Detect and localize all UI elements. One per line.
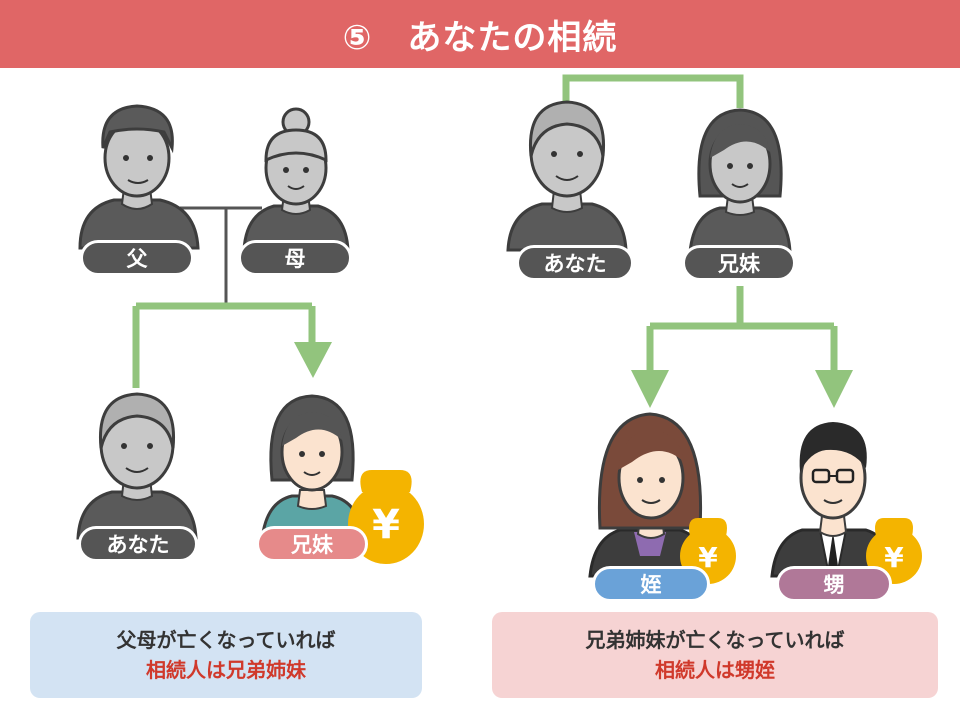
left-you-figure [76,392,198,540]
left-note-condition: 父母が亡くなっていれば [116,628,336,652]
yen-symbol: ¥ [698,541,718,574]
label-right-you: あなた [516,245,634,281]
left-connectors [132,206,332,388]
yen-symbol: ¥ [884,541,904,574]
right-connectors [562,74,853,408]
arrow-to-nephew [815,370,853,408]
yen-symbol: ¥ [372,502,400,548]
label-niece: 姪 [592,566,710,602]
right-sibling-figure [688,108,792,254]
label-father: 父 [80,240,194,276]
label-left-sibling: 兄妹 [256,526,368,562]
right-note-heirs: 相続人は甥姪 [655,658,775,682]
arrow-to-niece [631,370,669,408]
arrow-to-sibling [294,342,332,378]
right-you-figure [506,100,628,252]
right-note-box: 兄弟姉妹が亡くなっていれば 相続人は甥姪 [492,612,938,698]
label-nephew: 甥 [776,566,892,602]
left-sibling-figure [260,394,364,542]
label-left-you: あなた [78,526,198,562]
father-figure [78,104,200,250]
mother-figure [242,107,350,252]
right-note-condition: 兄弟姉妹が亡くなっていれば [585,628,845,652]
header-banner: ⑤ あなたの相続 [0,0,960,68]
label-mother: 母 [238,240,352,276]
left-note-heirs: 相続人は兄弟姉妹 [146,658,306,682]
left-note-box: 父母が亡くなっていれば 相続人は兄弟姉妹 [30,612,422,698]
nephew-figure [770,422,898,578]
label-right-sibling: 兄妹 [682,245,796,281]
page-title: ⑤ あなたの相続 [342,17,618,58]
